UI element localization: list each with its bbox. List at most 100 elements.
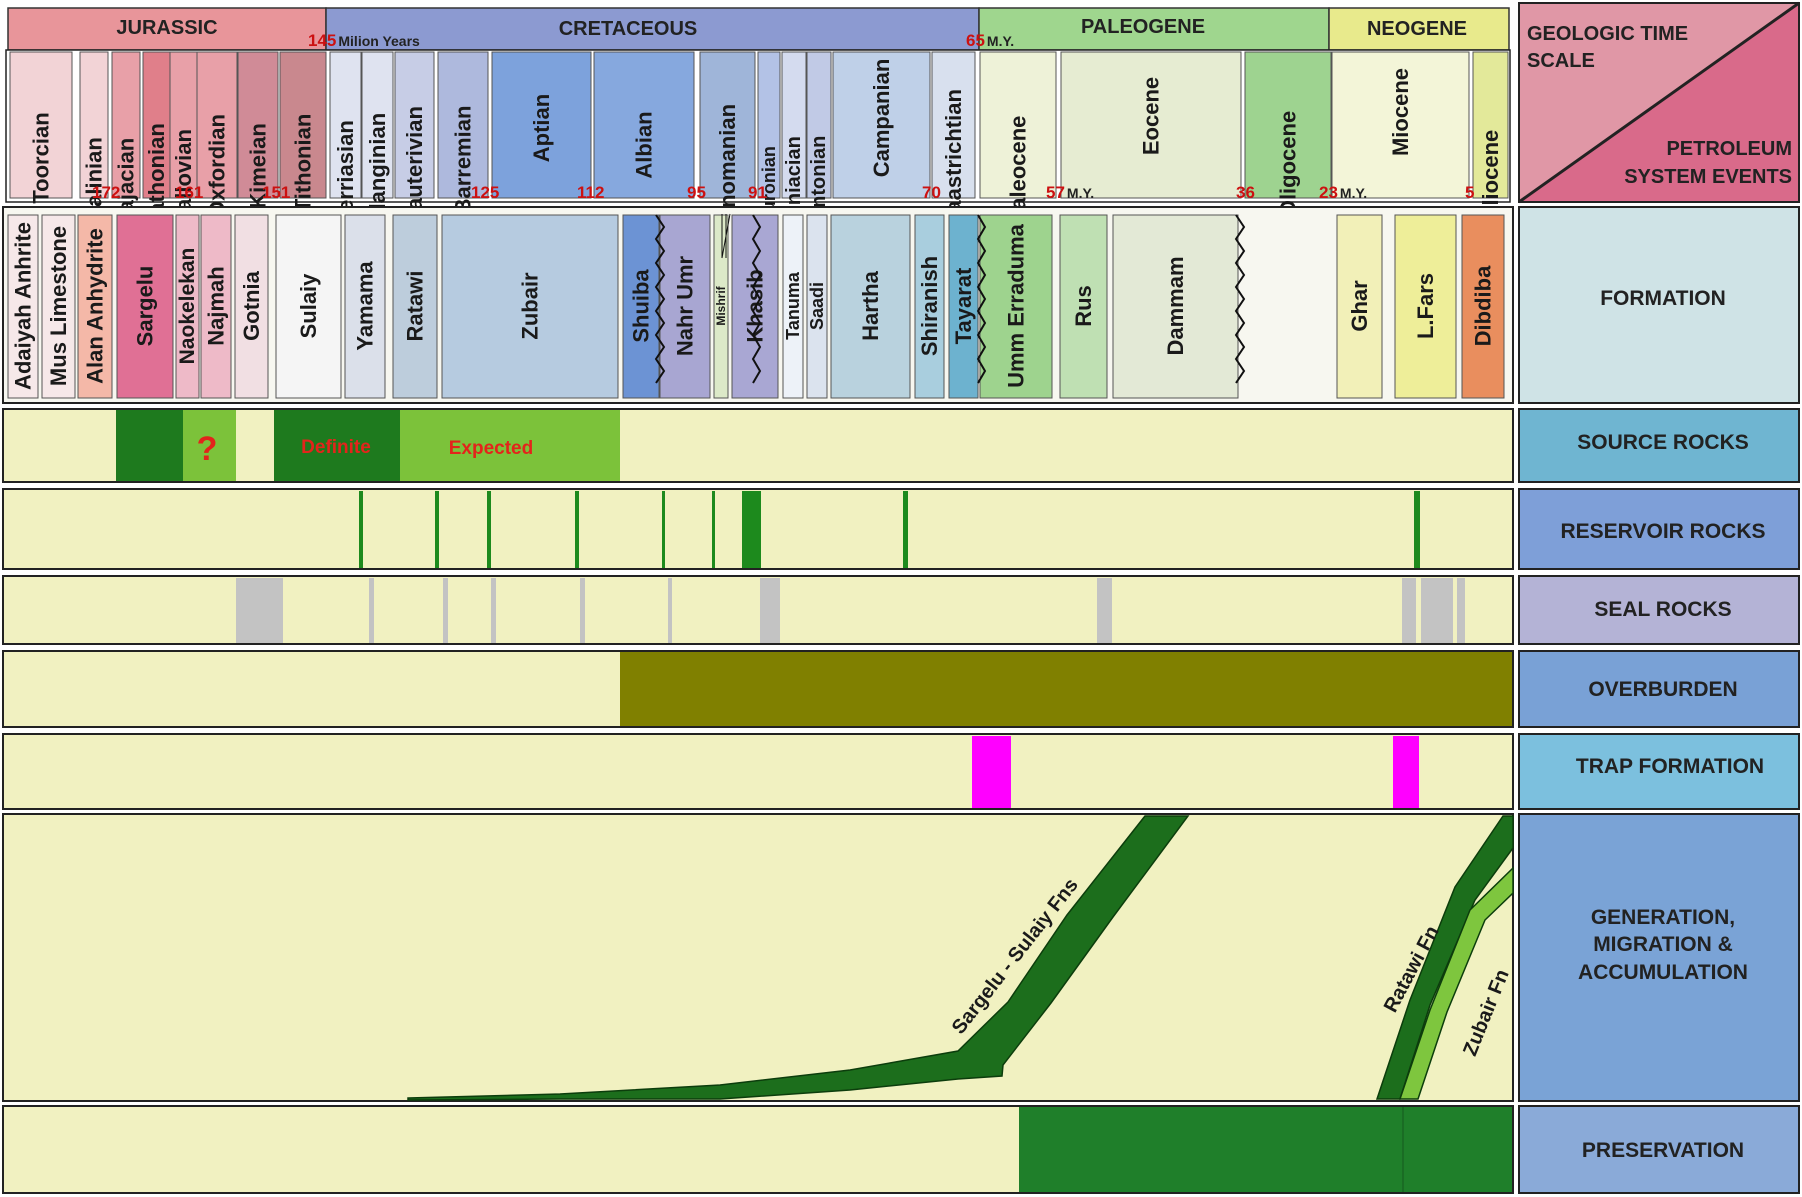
formation-cell-umm-erraduma bbox=[979, 214, 1053, 399]
formation-label-dammam: Dammam bbox=[1163, 256, 1188, 355]
label-generation-line2: MIGRATION & bbox=[1593, 933, 1733, 956]
migration-band-sargelu-sulaiy bbox=[407, 815, 1190, 1101]
formation-label-alan-anhydrite: Alan Anhydrite bbox=[83, 228, 108, 384]
age-cell-berriasian bbox=[329, 51, 362, 199]
source-definite-label: Definite bbox=[301, 437, 371, 458]
source-rocks-row-frame bbox=[2, 408, 1514, 483]
title-system-events: SYSTEM EVENTS bbox=[1624, 166, 1792, 188]
period-cell-neogene bbox=[1328, 7, 1510, 51]
tick-label-5: 5 bbox=[1465, 183, 1474, 202]
tick-unit-m-y: M.Y. bbox=[1340, 185, 1367, 201]
period-label-cretaceous: CRETACEOUS bbox=[559, 18, 698, 40]
age-cell-valanginian bbox=[361, 51, 394, 199]
age-cell-kimeian bbox=[237, 51, 279, 199]
title-scale: SCALE bbox=[1527, 50, 1595, 72]
age-cell-paleocene bbox=[979, 51, 1057, 199]
migration-band-zubair bbox=[1398, 866, 1514, 1100]
formation-label-l-fars: L.Fars bbox=[1413, 273, 1438, 339]
formation-label-gotnia: Gotnia bbox=[239, 270, 264, 340]
age-label-pliocene: Pliocene bbox=[1478, 130, 1503, 220]
khasib-unconformity bbox=[751, 214, 762, 384]
age-label-toorcian: Toorcian bbox=[29, 112, 54, 203]
tick-label-95: 95 bbox=[687, 183, 706, 202]
generation-row: Sargelu - Sulaiy Fns Ratawi Fn Zubair Fn bbox=[2, 813, 1514, 1102]
trap-formation-row bbox=[2, 733, 1514, 810]
age-cell-maastrichtian bbox=[931, 51, 976, 199]
label-box-preservation bbox=[1518, 1105, 1800, 1194]
tick-unit-m-y: M.Y. bbox=[987, 33, 1014, 49]
age-cell-aptian bbox=[491, 51, 592, 199]
formation-label-ghar: Ghar bbox=[1347, 280, 1372, 332]
tick-label-70: 70 bbox=[922, 183, 941, 202]
seal-rocks-row-frame bbox=[2, 575, 1514, 645]
overburden-block bbox=[620, 652, 1512, 726]
age-label-tithonian: Tithonian bbox=[291, 114, 316, 213]
dammam-unconformity bbox=[1234, 214, 1246, 384]
formation-cell-yamama bbox=[344, 214, 386, 399]
seal-zubair bbox=[580, 578, 585, 643]
formation-label-tayarat: Tayarat bbox=[951, 267, 976, 344]
source-sargelu-block bbox=[116, 410, 183, 481]
tick-label-172: 172 bbox=[92, 183, 120, 202]
formation-cell-nahr-umr bbox=[659, 214, 711, 399]
seal-khasib bbox=[760, 578, 780, 643]
formation-cell-shuiba bbox=[622, 214, 660, 399]
formation-label-rus: Rus bbox=[1071, 285, 1096, 327]
formation-cell-rus bbox=[1059, 214, 1108, 399]
formation-label-mus-limestone: Mus Limestone bbox=[46, 226, 71, 386]
trap-block-maastrichtian bbox=[972, 736, 1011, 808]
age-cell-callovian bbox=[169, 51, 198, 199]
age-label-kimeian: Kimeian bbox=[246, 123, 271, 209]
reservoir-line-zubair-c bbox=[575, 491, 579, 568]
formation-label-tanuma: Tanuma bbox=[783, 271, 803, 340]
title-box: GEOLOGIC TIME SCALE PETROLEUM SYSTEM EVE… bbox=[1518, 1, 1800, 204]
seal-gotnia bbox=[236, 578, 283, 643]
age-cell-cenomanian bbox=[699, 51, 756, 199]
formation-label-umm-erraduma: Umm Erraduma bbox=[1004, 223, 1029, 388]
age-cell-aalinian bbox=[79, 51, 109, 199]
formation-cell-sulaiy bbox=[275, 214, 342, 399]
age-label-eocene: Eocene bbox=[1139, 77, 1164, 155]
tick-unit-m-y: M.Y. bbox=[1067, 185, 1094, 201]
reservoir-line-ratawi bbox=[359, 491, 363, 568]
label-box-source-rocks bbox=[1518, 408, 1800, 483]
title-geologic-time: GEOLOGIC TIME bbox=[1527, 23, 1688, 45]
formation-overlays bbox=[654, 213, 1246, 384]
preservation-block bbox=[1019, 1107, 1512, 1192]
reservoir-line-shuiba bbox=[662, 491, 665, 568]
label-generation-line3: ACCUMULATION bbox=[1578, 961, 1748, 984]
age-cell-oligocene bbox=[1244, 51, 1332, 199]
age-label-oxfordian: Oxfordian bbox=[205, 114, 230, 218]
formation-label-hartha: Hartha bbox=[858, 270, 883, 340]
formation-label-naokelekan: Naokelekan bbox=[176, 248, 199, 365]
tick-label-151: 151 bbox=[262, 183, 290, 202]
source-rocks-row: ? Definite Expected bbox=[2, 408, 1514, 483]
preservation-row bbox=[2, 1105, 1514, 1194]
formation-cell-zubair bbox=[441, 214, 619, 399]
title-petroleum: PETROLEUM bbox=[1666, 138, 1792, 160]
reservoir-block-mishrif bbox=[742, 491, 761, 568]
age-label-oligocene: Oligocene bbox=[1276, 111, 1301, 217]
age-cell-tithonian bbox=[279, 51, 327, 199]
label-source-rocks: SOURCE ROCKS bbox=[1577, 431, 1749, 454]
label-trap-formation: TRAP FORMATION bbox=[1576, 755, 1764, 778]
label-box-formation bbox=[1518, 206, 1800, 404]
formation-label-najmah: Najmah bbox=[204, 266, 229, 345]
age-cell-toorcian bbox=[9, 51, 73, 199]
seal-ratawi-b bbox=[491, 578, 496, 643]
age-cell-bajacian bbox=[111, 51, 141, 199]
tick-label-112: 112 bbox=[577, 183, 604, 202]
label-generation-line1: GENERATION, bbox=[1591, 906, 1735, 929]
seal-fars-a bbox=[1402, 578, 1416, 643]
reservoir-line-nahr-umr bbox=[712, 491, 715, 568]
seal-yamama bbox=[369, 578, 374, 643]
seal-rus bbox=[1097, 578, 1112, 643]
age-label-campanian: Campanian bbox=[869, 59, 894, 178]
formation-label-shuiba: Shuiba bbox=[629, 269, 654, 343]
label-seal-rocks: SEAL ROCKS bbox=[1594, 598, 1731, 621]
formation-label-adaiyah-anhrite: Adaiyah Anhrite bbox=[11, 222, 36, 390]
formation-cell-tayarat bbox=[948, 214, 979, 399]
